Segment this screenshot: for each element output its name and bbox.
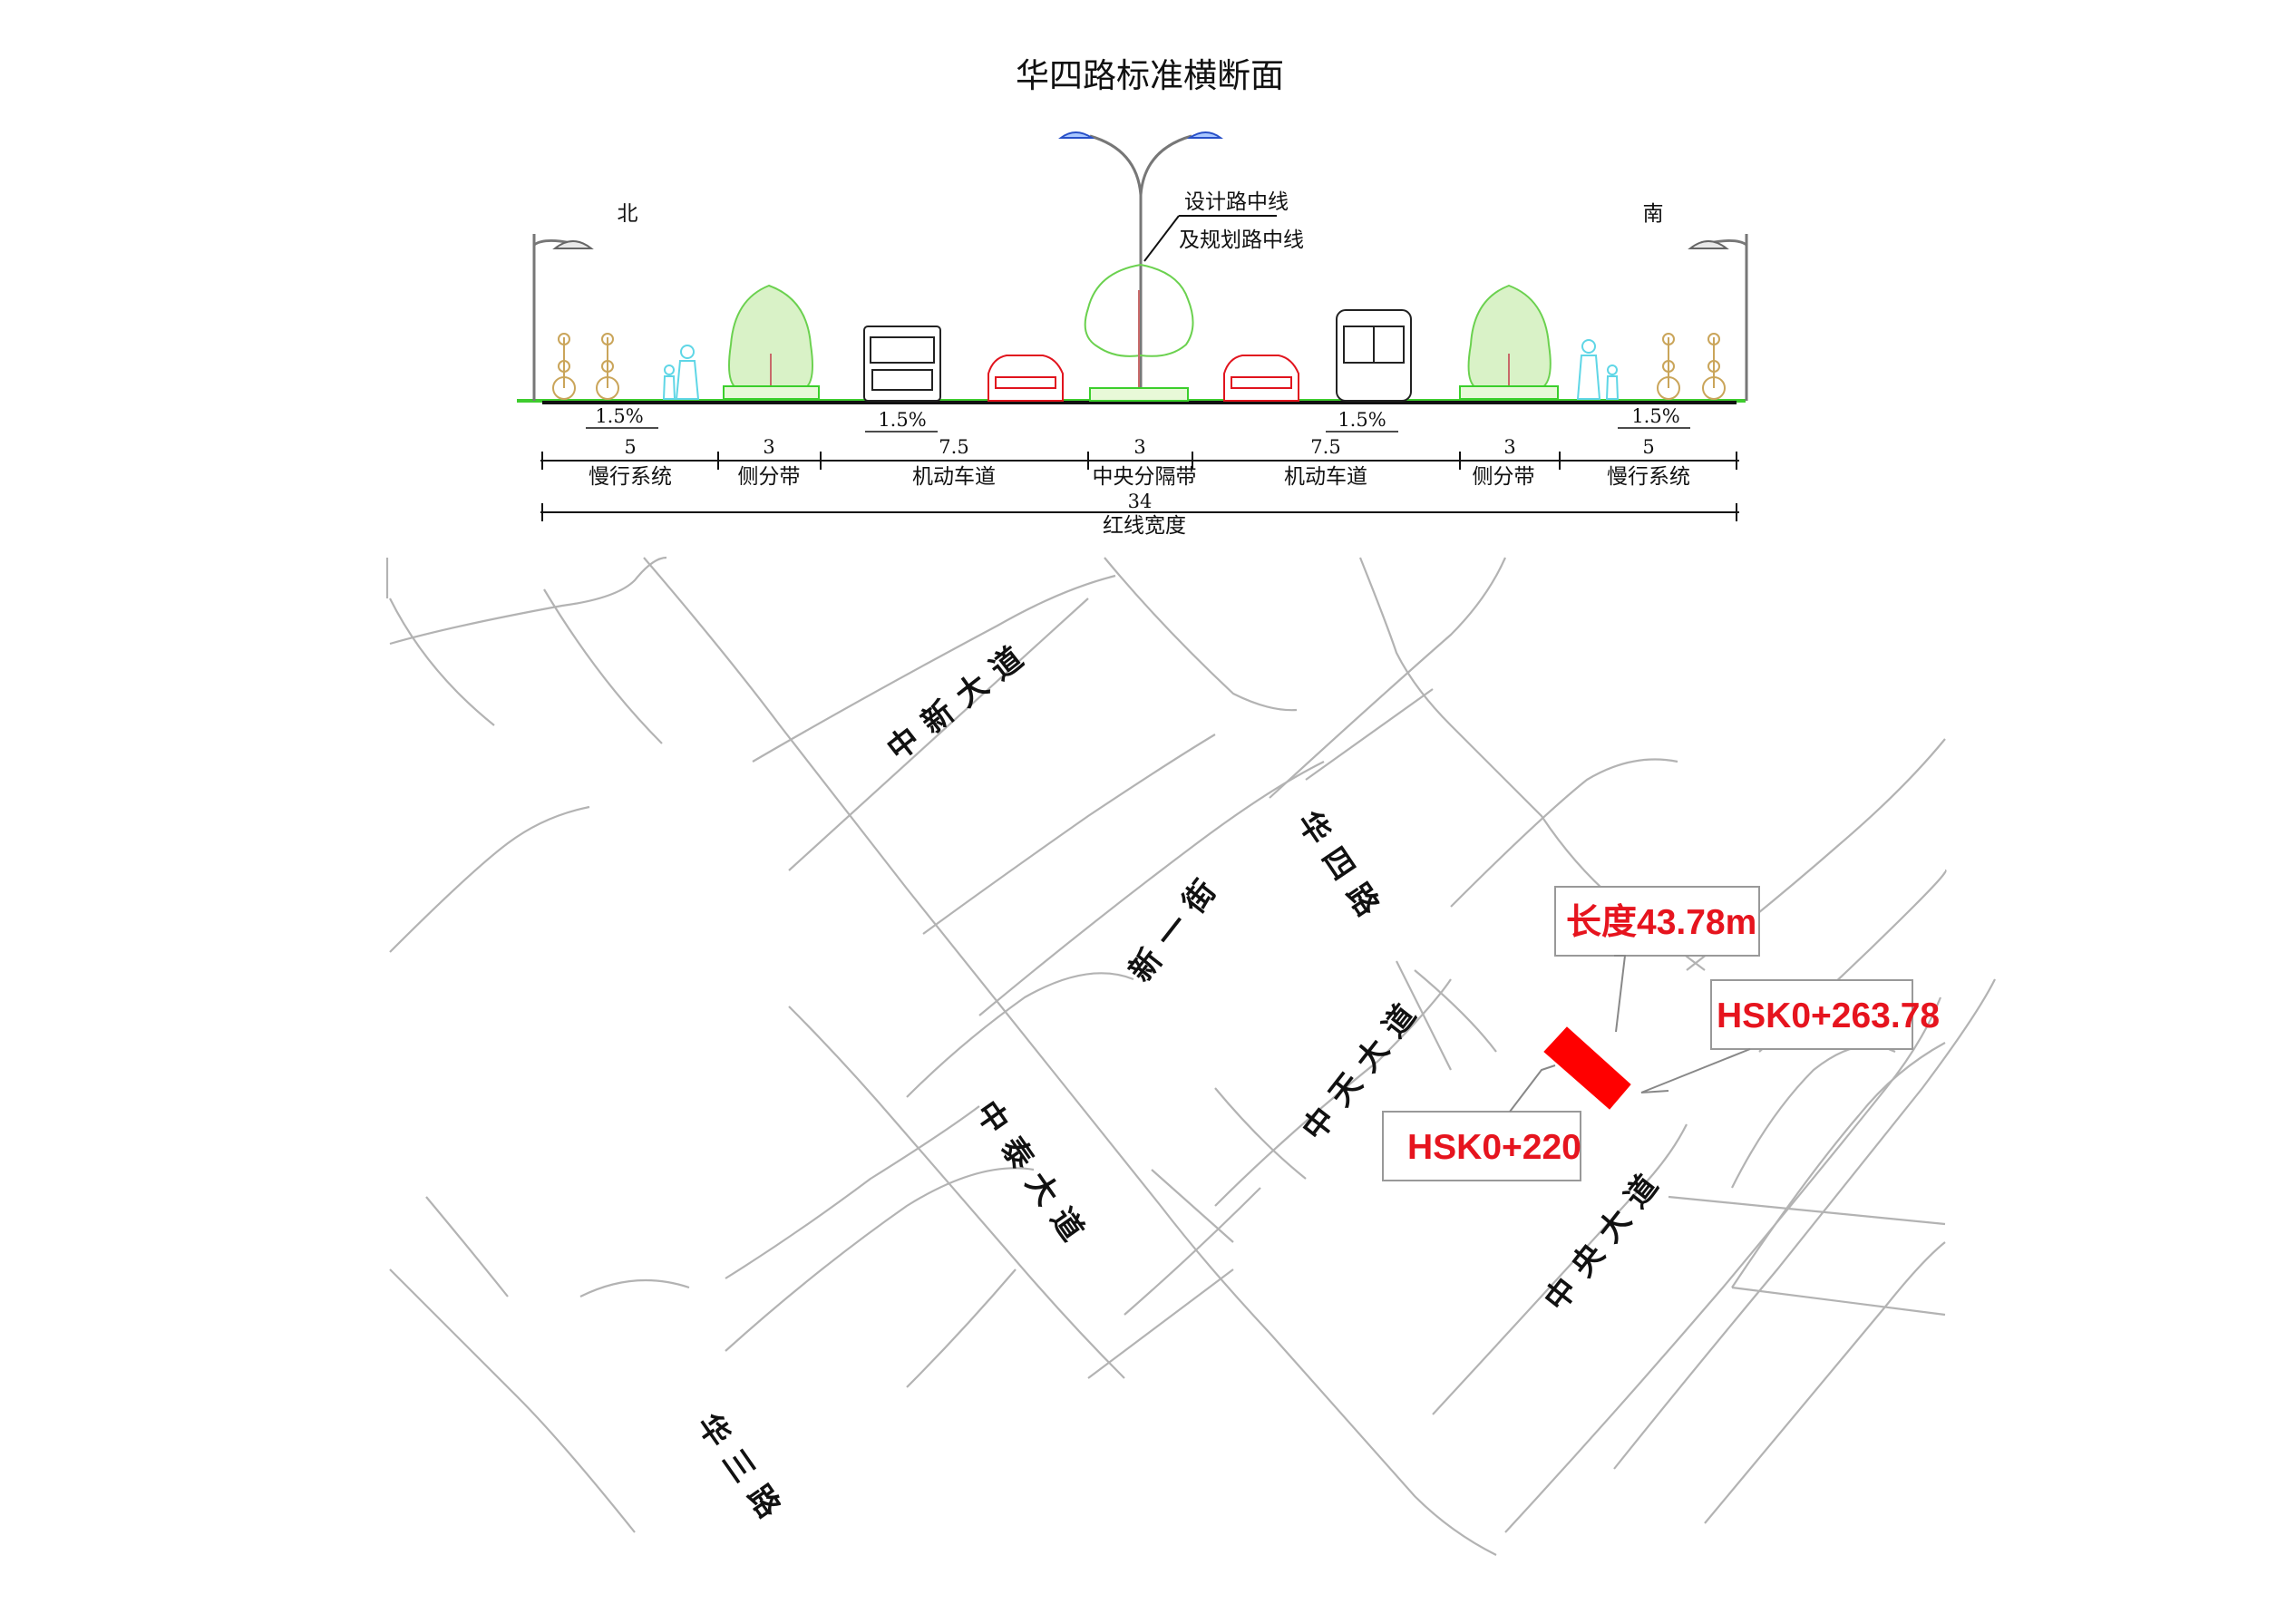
end-station-box xyxy=(1710,979,1913,1050)
road-label-zhongxin: 中新大道 xyxy=(880,632,1040,768)
svg-text:机动车道: 机动车道 xyxy=(912,465,996,489)
bus-icon xyxy=(863,326,941,402)
segment-side-divider-north: 3 侧分带 xyxy=(738,436,801,489)
tree-icon xyxy=(1459,284,1559,400)
segment-slow-north: 5 慢行系统 xyxy=(589,436,672,489)
tree-icon xyxy=(723,284,820,400)
svg-text:1.5%: 1.5% xyxy=(595,405,643,427)
project-segment xyxy=(1543,1026,1631,1110)
center-street-lamp xyxy=(1057,131,1224,401)
svg-text:慢行系统: 慢行系统 xyxy=(1607,465,1690,489)
svg-text:3: 3 xyxy=(1133,436,1145,458)
length-label: 长度43.78m xyxy=(1566,903,1756,942)
bus-icon xyxy=(1336,309,1412,402)
svg-text:侧分带: 侧分带 xyxy=(1473,465,1535,489)
svg-text:1.5%: 1.5% xyxy=(1631,405,1679,427)
north-label: 北 xyxy=(618,202,638,226)
section-title: 华四路标准横断面 xyxy=(1016,56,1284,95)
cyclist-icon xyxy=(552,333,576,400)
south-label: 南 xyxy=(1643,202,1664,226)
slope-marker: 1.5% xyxy=(586,405,658,429)
svg-text:机动车道: 机动车道 xyxy=(1284,465,1367,489)
segment-slow-south: 5 慢行系统 xyxy=(1607,436,1690,489)
centerline-leader xyxy=(1143,215,1180,262)
slope-marker: 1.5% xyxy=(1326,409,1398,432)
slope-marker: 1.5% xyxy=(1618,405,1690,429)
centerline-note-2: 及规划路中线 xyxy=(1179,228,1304,252)
svg-text:7.5: 7.5 xyxy=(939,436,968,458)
length-callout-box xyxy=(1554,886,1760,957)
road-label-xinyi: 新一街 xyxy=(1123,863,1231,988)
dimension-ticks xyxy=(541,452,1737,470)
segment-side-divider-south: 3 侧分带 xyxy=(1473,436,1535,489)
svg-text:3: 3 xyxy=(763,436,774,458)
slope-marker: 1.5% xyxy=(865,409,938,432)
road-label-zhongyang: 中央大道 xyxy=(1538,1159,1674,1318)
site-map: 长度43.78m HSK0+263.78 HSK0+220 中新大道 华四路 新… xyxy=(385,556,1996,1556)
street-lamp-south xyxy=(1688,234,1748,401)
svg-text:5: 5 xyxy=(1642,436,1654,458)
segment-motor-south: 7.5 机动车道 xyxy=(1284,436,1367,489)
svg-text:5: 5 xyxy=(624,436,636,458)
svg-text:侧分带: 侧分带 xyxy=(738,465,801,489)
svg-text:中央分隔带: 中央分隔带 xyxy=(1093,465,1197,489)
centerline-note-1: 设计路中线 xyxy=(1184,190,1289,214)
start-station-box xyxy=(1382,1111,1581,1181)
segment-median: 3 中央分隔带 xyxy=(1093,436,1197,489)
tree-icon xyxy=(1084,263,1194,402)
total-width: 34 xyxy=(1128,491,1153,512)
cross-section: 华四路标准横断面 北 南 设计路中线 及规划路中线 xyxy=(517,56,1748,538)
cyclist-icon xyxy=(1702,333,1726,400)
segment-motor-north: 7.5 机动车道 xyxy=(912,436,996,489)
road-label-huasan: 华三路 xyxy=(690,1407,794,1535)
svg-text:1.5%: 1.5% xyxy=(878,409,926,431)
cyclist-icon xyxy=(596,333,619,400)
car-icon xyxy=(987,355,1064,402)
car-icon xyxy=(1223,355,1299,402)
road-label-zhongtai: 中泰大道 xyxy=(968,1094,1098,1258)
cyclist-icon xyxy=(1657,333,1680,400)
start-station-label: HSK0+220 xyxy=(1407,1128,1581,1167)
pedestrian-icon xyxy=(662,345,700,400)
svg-text:3: 3 xyxy=(1503,436,1515,458)
street-lamp-north xyxy=(532,234,594,401)
svg-text:7.5: 7.5 xyxy=(1310,436,1340,458)
svg-text:慢行系统: 慢行系统 xyxy=(589,465,672,489)
end-station-label: HSK0+263.78 xyxy=(1717,996,1940,1035)
pedestrian-icon xyxy=(1576,339,1620,400)
road-label-huasi: 华四路 xyxy=(1290,805,1394,934)
total-width-label: 红线宽度 xyxy=(1103,514,1186,538)
svg-text:1.5%: 1.5% xyxy=(1338,409,1386,431)
